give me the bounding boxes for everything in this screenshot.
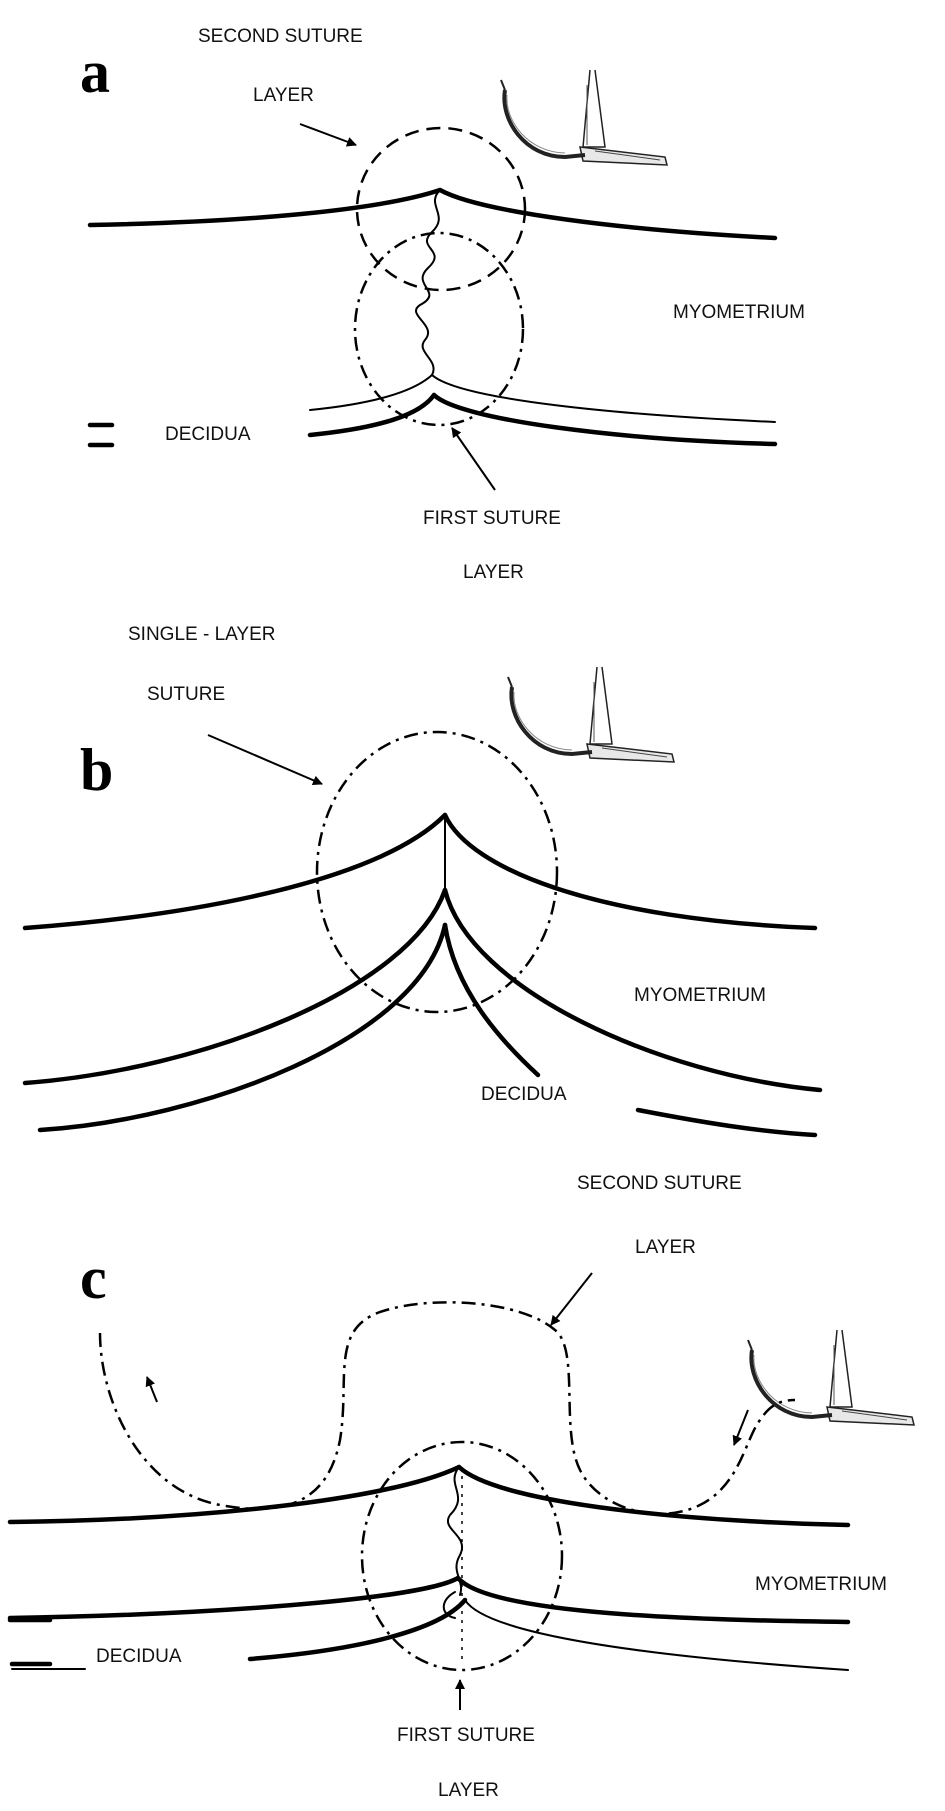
panel-c-decidua-lower-left bbox=[247, 1597, 468, 1662]
panel-c-myometrium-label: MYOMETRIUM bbox=[755, 1574, 887, 1595]
panel-a: a SECOND SUTURE LAYER MYOMETRIUM DECIDUA… bbox=[80, 26, 805, 583]
panel-letter-c: c bbox=[80, 1245, 107, 1311]
panel-a-decidua-label: DECIDUA bbox=[165, 424, 251, 445]
panel-b-single-layer-label: SINGLE - LAYER bbox=[128, 624, 275, 645]
panel-b-myometrium-surface-left bbox=[22, 812, 448, 931]
panel-a-decidua-upper-right bbox=[431, 374, 776, 423]
panel-a-second-suture-label: SECOND SUTURE bbox=[198, 26, 363, 47]
panel-letter-a: a bbox=[80, 39, 110, 105]
panel-c-second-suture-label-line2: LAYER bbox=[635, 1237, 696, 1258]
panel-b-decidua-left bbox=[37, 922, 448, 1133]
panel-c-left-direction-arrow bbox=[145, 1376, 158, 1403]
panel-b-myometrium-surface-right bbox=[442, 812, 818, 931]
panel-b-single-layer-label-line2: SUTURE bbox=[147, 684, 225, 705]
panel-c-second-suture-arrow bbox=[550, 1272, 593, 1326]
needle-holder-icon bbox=[506, 665, 676, 764]
panel-c-first-suture-circle bbox=[360, 1440, 564, 1672]
panel-c-right-direction-arrow bbox=[732, 1409, 749, 1446]
panel-c-second-suture-label: SECOND SUTURE bbox=[577, 1173, 742, 1194]
panel-a-decidua-lower-right bbox=[431, 392, 778, 447]
panel-c: SECOND SUTURE LAYER c MYOMETRIUM DECIDUA bbox=[7, 1173, 916, 1801]
panel-a-incision-line bbox=[415, 189, 441, 376]
panel-a-second-suture-arrow bbox=[299, 123, 357, 147]
panel-a-first-suture-arrow bbox=[451, 427, 496, 491]
needle-holder-icon bbox=[746, 1328, 916, 1427]
panel-a-first-suture-label-line2: LAYER bbox=[463, 562, 524, 583]
panel-letter-b: b bbox=[80, 737, 113, 803]
panel-c-first-suture-label: FIRST SUTURE bbox=[397, 1725, 535, 1746]
panel-a-myometrium-label: MYOMETRIUM bbox=[673, 302, 805, 323]
panel-c-incision-line bbox=[447, 1466, 463, 1596]
panel-a-myometrium-surface-left bbox=[87, 187, 443, 228]
panel-b-decidua-right bbox=[442, 922, 541, 1078]
panel-b-myometrium-deep-right bbox=[442, 887, 823, 1093]
panel-b-myometrium-label: MYOMETRIUM bbox=[634, 985, 766, 1006]
panel-b-decidua-right-end bbox=[635, 1107, 818, 1138]
panel-b: SINGLE - LAYER SUTURE b MYOMETRIUM DECID… bbox=[22, 624, 823, 1138]
panel-b-single-layer-suture-circle bbox=[315, 730, 559, 1014]
panel-c-myometrium-surface-left bbox=[7, 1464, 462, 1525]
needle-holder-icon bbox=[499, 68, 669, 167]
panel-c-first-suture-label-line2: LAYER bbox=[438, 1780, 499, 1801]
panel-c-myometrium-middle-right bbox=[455, 1575, 851, 1625]
panel-c-myometrium-middle-left bbox=[7, 1575, 461, 1621]
panel-b-myometrium-deep-left bbox=[22, 887, 448, 1086]
panel-c-decidua-inner-curve bbox=[442, 1591, 456, 1619]
panel-c-myometrium-surface-right bbox=[456, 1464, 851, 1528]
panel-a-second-suture-label-line2: LAYER bbox=[253, 85, 314, 106]
panel-a-decidua-lower-left bbox=[307, 392, 437, 438]
panel-a-second-suture-circle bbox=[355, 126, 527, 292]
panel-a-first-suture-circle bbox=[353, 231, 525, 427]
panel-c-decidua-lower-right bbox=[464, 1599, 849, 1671]
panel-b-decidua-label: DECIDUA bbox=[481, 1084, 567, 1105]
panel-c-decidua-label: DECIDUA bbox=[96, 1646, 182, 1667]
panel-c-second-suture-path bbox=[98, 1301, 796, 1516]
panel-b-single-layer-arrow bbox=[207, 734, 323, 786]
panel-a-myometrium-surface-right bbox=[437, 187, 778, 241]
panel-a-decidua-upper-left bbox=[309, 374, 433, 411]
panel-a-first-suture-label: FIRST SUTURE bbox=[423, 508, 561, 529]
